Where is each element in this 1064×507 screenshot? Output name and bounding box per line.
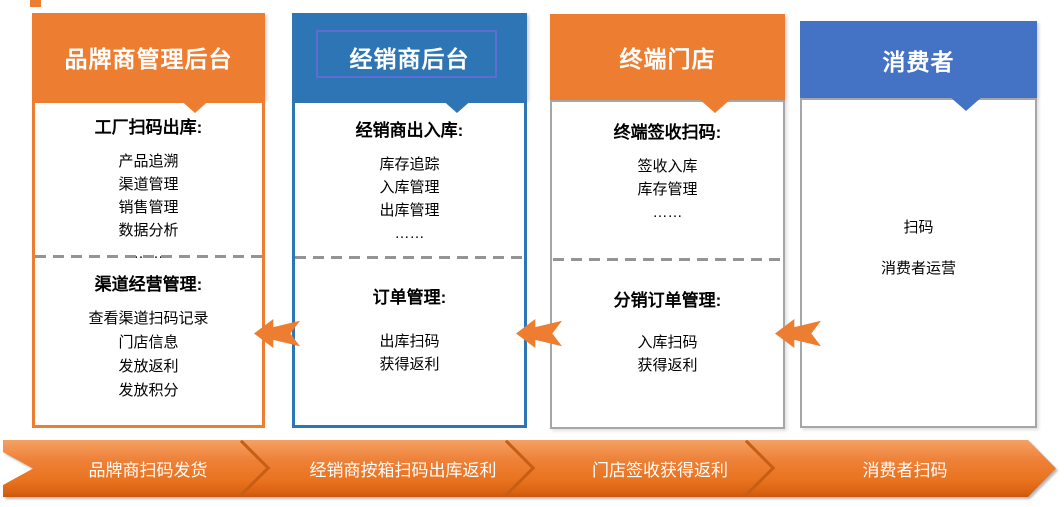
dashed-divider bbox=[553, 258, 782, 261]
list-item: 渠道管理 bbox=[118, 176, 179, 193]
section-title: 工厂扫码出库: bbox=[94, 118, 203, 137]
column-consumer: 消费者 扫码 消费者运营 bbox=[800, 0, 1037, 432]
header-inner-frame bbox=[316, 30, 497, 78]
list-item: 入库扫码 bbox=[637, 334, 698, 351]
column-title: 经销商后台 bbox=[349, 45, 470, 72]
list-item: 出库扫码 bbox=[379, 333, 440, 350]
list-item: 消费者运营 bbox=[880, 260, 956, 277]
column-body-consumer bbox=[800, 98, 1037, 428]
section-items: 库存追踪 入库管理 出库管理 …… bbox=[292, 153, 527, 245]
list-item: 库存追踪 bbox=[379, 156, 440, 173]
section-terminal-sign-scan: 终端签收扫码: 签收入库 库存管理 …… bbox=[550, 118, 785, 224]
section-items: 出库扫码 获得返利 bbox=[292, 330, 527, 376]
list-item: 数据分析 bbox=[118, 222, 179, 239]
dashed-divider bbox=[35, 255, 262, 258]
list-item: 销售管理 bbox=[118, 199, 179, 216]
section-distributor-inout: 经销商出入库: 库存追踪 入库管理 出库管理 …… bbox=[292, 116, 527, 245]
section-title: 渠道经营管理: bbox=[94, 275, 203, 294]
column-title: 消费者 bbox=[882, 48, 955, 75]
column-distributor-backend: 经销商后台 经销商出入库: 库存追踪 入库管理 出库管理 …… 订单管理: 出库… bbox=[292, 0, 527, 432]
list-item: 签收入库 bbox=[637, 158, 698, 175]
section-factory-scan: 工厂扫码出库: 产品追溯 渠道管理 销售管理 数据分析 …… bbox=[32, 113, 265, 265]
column-title: 终端门店 bbox=[619, 46, 716, 72]
header-pointer-down-icon bbox=[178, 98, 213, 113]
section-items: 扫码 消费者运营 bbox=[800, 216, 1037, 280]
list-item: …… bbox=[133, 245, 164, 262]
column-header-brand-backend: 品牌商管理后台 bbox=[32, 13, 265, 100]
section-title: 订单管理: bbox=[372, 288, 447, 307]
list-item: 产品追溯 bbox=[118, 153, 179, 170]
section-items: 入库扫码 获得返利 bbox=[550, 331, 785, 377]
column-terminal-store: 终端门店 终端签收扫码: 签收入库 库存管理 …… 分销订单管理: 入库扫码 获… bbox=[550, 0, 785, 432]
section-items: 产品追溯 渠道管理 销售管理 数据分析 …… bbox=[32, 150, 265, 265]
column-brand-backend: 品牌商管理后台 工厂扫码出库: 产品追溯 渠道管理 销售管理 数据分析 …… 渠… bbox=[32, 0, 265, 432]
list-item: 库存管理 bbox=[637, 181, 698, 198]
list-item: 发放返利 bbox=[118, 358, 179, 375]
header-pointer-down-icon bbox=[439, 98, 474, 113]
list-item: 入库管理 bbox=[379, 179, 440, 196]
list-item: 发放积分 bbox=[118, 382, 179, 399]
list-item: 查看渠道扫码记录 bbox=[88, 310, 209, 327]
section-consumer: 扫码 消费者运营 bbox=[800, 216, 1037, 280]
column-body-terminal-store bbox=[550, 100, 785, 429]
list-item: 扫码 bbox=[903, 219, 934, 236]
decorative-orange-speck bbox=[30, 0, 41, 7]
section-distribution-order: 分销订单管理: 入库扫码 获得返利 bbox=[550, 286, 785, 377]
section-title: 分销订单管理: bbox=[613, 291, 722, 310]
column-body-brand-backend bbox=[32, 100, 265, 428]
section-items: 查看渠道扫码记录 门店信息 发放返利 发放积分 bbox=[32, 307, 265, 403]
section-channel-operation: 渠道经营管理: 查看渠道扫码记录 门店信息 发放返利 发放积分 bbox=[32, 270, 265, 403]
column-header-terminal-store: 终端门店 bbox=[550, 14, 785, 100]
section-title: 终端签收扫码: bbox=[613, 123, 722, 142]
header-pointer-down-icon bbox=[697, 98, 732, 113]
flow-bar: 品牌商扫码发货 经销商按箱扫码出库返利 门店签收获得返利 消费者扫码 bbox=[3, 440, 1056, 497]
column-header-distributor-backend: 经销商后台 bbox=[292, 13, 527, 100]
list-item: 获得返利 bbox=[637, 357, 698, 374]
flow-step-consumer-scan: 消费者扫码 bbox=[862, 461, 948, 480]
section-items: 签收入库 库存管理 …… bbox=[550, 155, 785, 224]
list-item: 门店信息 bbox=[118, 334, 179, 351]
flow-step-distributor-outbound: 经销商按箱扫码出库返利 bbox=[309, 461, 497, 480]
dashed-divider bbox=[295, 256, 524, 259]
column-title: 品牌商管理后台 bbox=[64, 45, 233, 72]
header-pointer-down-icon bbox=[948, 96, 983, 111]
list-item: …… bbox=[394, 225, 425, 242]
column-body-distributor-backend bbox=[292, 100, 527, 428]
section-title: 经销商出入库: bbox=[355, 121, 464, 140]
flow-step-brand-ship: 品牌商扫码发货 bbox=[88, 461, 208, 480]
list-item: 获得返利 bbox=[379, 356, 440, 373]
list-item: …… bbox=[652, 204, 683, 221]
list-item: 出库管理 bbox=[379, 202, 440, 219]
flow-step-store-sign: 门店签收获得返利 bbox=[592, 461, 728, 480]
column-header-consumer: 消费者 bbox=[800, 21, 1037, 98]
section-order-management: 订单管理: 出库扫码 获得返利 bbox=[292, 283, 527, 376]
flow-bar-ribbon: 品牌商扫码发货 经销商按箱扫码出库返利 门店签收获得返利 消费者扫码 bbox=[3, 440, 1056, 497]
